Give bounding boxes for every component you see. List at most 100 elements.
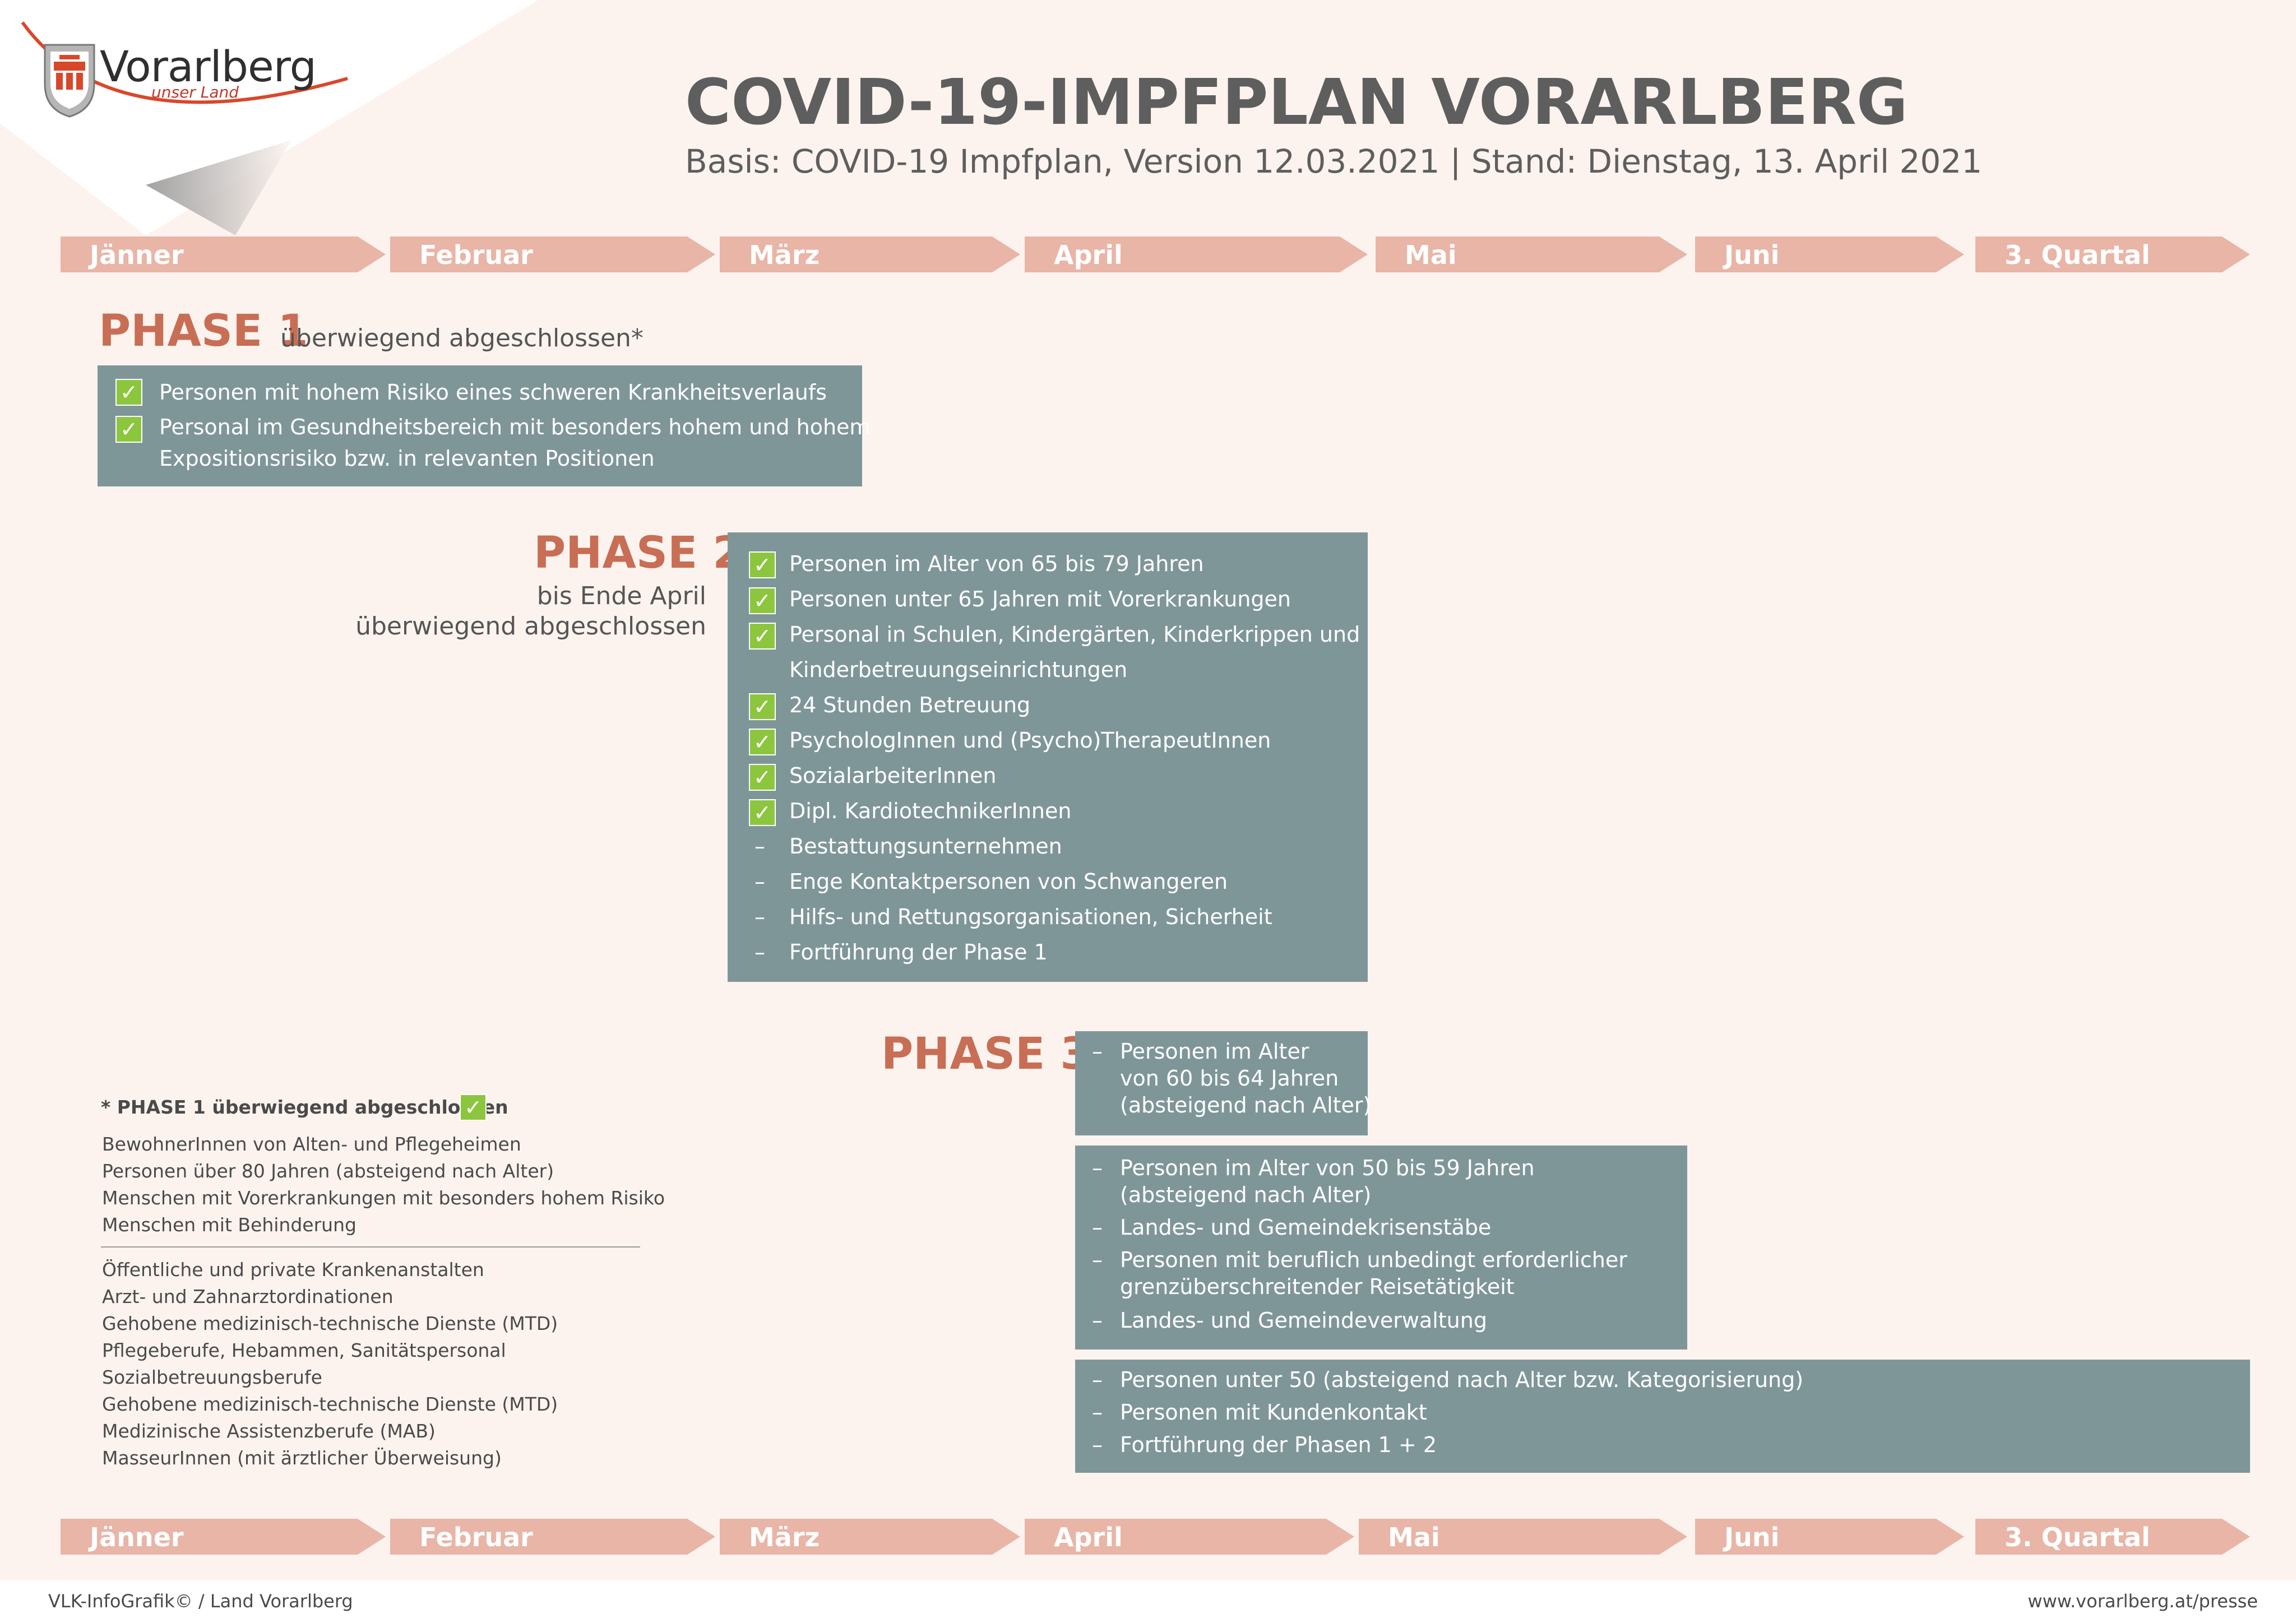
- check-icon: ✓: [460, 1094, 487, 1121]
- phase3-title: PHASE 3: [881, 1029, 1091, 1079]
- footnote-item: Gehobene medizinisch-technische Dienste …: [102, 1313, 558, 1334]
- check-icon: ✓: [749, 764, 776, 791]
- phase2-item: Dipl. KardiotechnikerInnen: [789, 799, 1072, 823]
- check-icon: ✓: [115, 416, 142, 443]
- arrow-shape-icon: [61, 1519, 386, 1555]
- phase2-title: PHASE 2: [534, 528, 743, 578]
- phase2-item: Hilfs- und Rettungsorganisationen, Siche…: [789, 905, 1272, 929]
- logo-wordmark: Vorarlberg: [100, 41, 317, 91]
- dash-icon: –: [1092, 1156, 1103, 1180]
- phase3-box3: – Personen unter 50 (absteigend nach Alt…: [1075, 1360, 2250, 1473]
- timeline-label: Juni: [1724, 1522, 1780, 1552]
- footnote-item: Menschen mit Behinderung: [102, 1214, 357, 1236]
- timeline-label: Februar: [419, 1522, 533, 1552]
- arrow-shape-icon: [1695, 237, 1964, 272]
- phase2-item: 24 Stunden Betreuung: [789, 693, 1031, 717]
- phase1-item: Personen mit hohem Risiko eines schweren…: [159, 380, 827, 405]
- arrow-shape-icon: [390, 237, 715, 272]
- footnote-item: Menschen mit Vorerkrankungen mit besonde…: [102, 1187, 665, 1209]
- footnote-item: Pflegeberufe, Hebammen, Sanitätspersonal: [102, 1339, 506, 1361]
- timeline-label: Juni: [1724, 240, 1780, 270]
- timeline-label: April: [1054, 240, 1123, 270]
- arrow-shape-icon: [720, 1519, 1020, 1555]
- dash-icon: –: [1092, 1308, 1103, 1333]
- timeline-month: Februar: [390, 237, 715, 272]
- phase2-item: Fortführung der Phase 1: [789, 940, 1048, 964]
- phase2-item: SozialarbeiterInnen: [789, 763, 997, 788]
- timeline-label: Februar: [419, 240, 533, 270]
- phase3-item-cont: (absteigend nach Alter): [1120, 1183, 1372, 1207]
- phase3-item: Landes- und Gemeindekrisenstäbe: [1120, 1215, 1492, 1240]
- timeline-label: Jänner: [90, 240, 184, 270]
- phase1-box: ✓ Personen mit hohem Risiko eines schwer…: [98, 365, 870, 486]
- dash-icon: –: [1092, 1039, 1103, 1064]
- timeline-month: Juni: [1695, 1519, 1964, 1555]
- dash-icon: –: [1092, 1367, 1103, 1392]
- dash-icon: –: [754, 869, 765, 894]
- timeline-month: März: [720, 237, 1020, 272]
- timeline-month: 3. Quartal: [1975, 1519, 2250, 1555]
- timeline-label: 3. Quartal: [2005, 240, 2150, 270]
- footnote-item: Medizinische Assistenzberufe (MAB): [102, 1420, 436, 1442]
- dash-icon: –: [1092, 1432, 1103, 1457]
- footnote-item: MasseurInnen (mit ärztlicher Überweisung…: [102, 1447, 502, 1469]
- footnote-item: BewohnerInnen von Alten- und Pflegeheime…: [102, 1133, 521, 1155]
- check-icon: ✓: [749, 799, 776, 826]
- check-icon: ✓: [749, 729, 776, 755]
- phase1-item: Personal im Gesundheitsbereich mit beson…: [159, 415, 871, 439]
- footnote-item: Personen über 80 Jahren (absteigend nach…: [102, 1160, 554, 1182]
- phase3-item-cont: grenzüberschreitender Reisetätigkeit: [1120, 1274, 1515, 1299]
- page-subtitle: Basis: COVID-19 Impfplan, Version 12.03.…: [685, 142, 1983, 180]
- footnote-item: Arzt- und Zahnarztordinationen: [102, 1286, 394, 1307]
- phase3-item: Personen im Alter: [1120, 1039, 1309, 1064]
- timeline-label: 3. Quartal: [2005, 1522, 2150, 1552]
- phase1-item-cont: Expositionsrisiko bzw. in relevanten Pos…: [159, 446, 655, 471]
- check-icon: ✓: [749, 693, 776, 720]
- phase2-item: Personal in Schulen, Kindergärten, Kinde…: [789, 622, 1360, 647]
- phase3-item-cont: von 60 bis 64 Jahren: [1120, 1066, 1339, 1091]
- arrow-shape-icon: [1975, 1519, 2250, 1555]
- timeline-month: Mai: [1376, 237, 1687, 272]
- arrow-shape-icon: [1025, 1519, 1354, 1555]
- timeline-label: Mai: [1405, 240, 1457, 270]
- timeline-month: Februar: [390, 1519, 715, 1555]
- coat-of-arms-icon: [44, 44, 95, 118]
- phase2-item: Bestattungsunternehmen: [789, 834, 1062, 859]
- check-icon: ✓: [115, 379, 142, 406]
- timeline-month: März: [720, 1519, 1020, 1555]
- arrow-shape-icon: [720, 237, 1020, 272]
- phase3-item: Personen mit beruflich unbedingt erforde…: [1120, 1248, 1627, 1272]
- phase2-item: Enge Kontaktpersonen von Schwangeren: [789, 869, 1228, 894]
- dash-icon: –: [754, 834, 765, 859]
- logo-background: [0, 0, 538, 235]
- phase1-title: PHASE 1: [99, 306, 308, 356]
- timeline-month: April: [1025, 237, 1368, 272]
- footnote-item: Sozialbetreuungsberufe: [102, 1366, 322, 1388]
- phase3-box1: – Personen im Alter von 60 bis 64 Jahren…: [1075, 1031, 1372, 1135]
- footnote-divider: [101, 1246, 640, 1248]
- arrow-shape-icon: [1695, 1519, 1964, 1555]
- footer-link[interactable]: www.vorarlberg.at/presse: [2027, 1590, 2258, 1612]
- dash-icon: –: [754, 940, 765, 964]
- dash-icon: –: [754, 905, 765, 929]
- phase2-item: PsychologInnen und (Psycho)TherapeutInne…: [789, 728, 1271, 753]
- phase2-status-line1: bis Ende April: [536, 582, 706, 610]
- check-icon: ✓: [749, 623, 776, 650]
- timeline-label: März: [749, 1522, 820, 1552]
- check-icon: ✓: [749, 551, 776, 578]
- page-title: COVID-19-IMPFPLAN VORARLBERG: [685, 66, 1908, 139]
- phase2-item: Personen im Alter von 65 bis 79 Jahren: [789, 551, 1204, 576]
- timeline-month: Juni: [1695, 237, 1964, 272]
- phase3-item-cont: (absteigend nach Alter): [1120, 1093, 1372, 1117]
- footnote-item: Gehobene medizinisch-technische Dienste …: [102, 1393, 558, 1415]
- phase2-item: Personen unter 65 Jahren mit Vorerkranku…: [789, 587, 1291, 611]
- phase3-box2: – Personen im Alter von 50 bis 59 Jahren…: [1075, 1146, 1687, 1350]
- arrow-shape-icon: [390, 1519, 715, 1555]
- timeline-month: 3. Quartal: [1975, 237, 2250, 272]
- logo-tagline: unser Land: [151, 83, 239, 101]
- footer-credit: VLK-InfoGrafik© / Land Vorarlberg: [48, 1590, 353, 1612]
- arrow-shape-icon: [61, 237, 386, 272]
- arrow-shape-icon: [1025, 237, 1368, 272]
- dash-icon: –: [1092, 1215, 1103, 1240]
- arrow-shape-icon: [1376, 237, 1687, 272]
